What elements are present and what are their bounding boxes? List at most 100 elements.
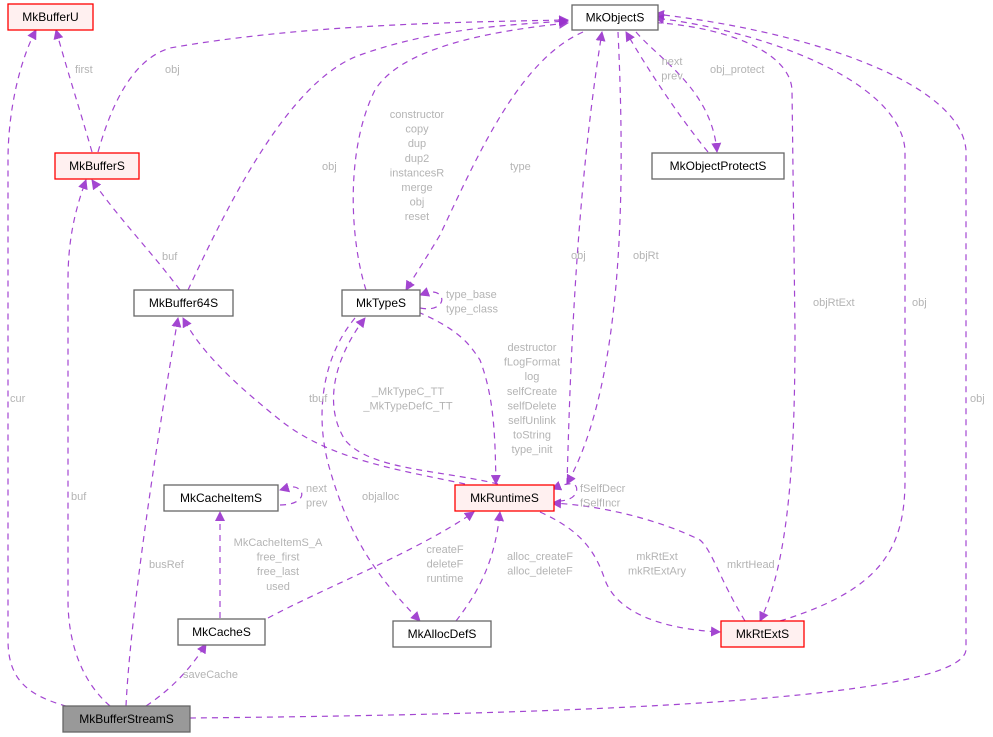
nodes-layer: MkBufferU MkObjectS MkBufferS MkObjectPr… bbox=[7, 3, 805, 733]
edge-label-line: busRef bbox=[149, 559, 185, 571]
edge-label-buffer64-obj: obj bbox=[322, 161, 337, 173]
edge-label-type-self: type_base type_class bbox=[446, 289, 498, 316]
node-box[interactable] bbox=[720, 620, 805, 648]
edge-label-line: alloc_createF bbox=[507, 551, 573, 563]
edge-label-runtime-obj: obj bbox=[571, 250, 586, 262]
edge-label-line: dup2 bbox=[405, 153, 429, 165]
edge-tbuf bbox=[182, 317, 466, 485]
node-mkbuffers[interactable]: MkBufferS bbox=[54, 152, 140, 180]
edge-label-busRef: busRef bbox=[149, 559, 185, 571]
edge-obj-protect bbox=[635, 31, 722, 153]
node-box[interactable] bbox=[454, 484, 555, 512]
edge-label-tbuf: tbuf bbox=[309, 393, 328, 405]
node-label: MkAllocDefS bbox=[408, 627, 477, 641]
edge-label-type: type bbox=[510, 161, 531, 173]
node-box[interactable] bbox=[62, 705, 191, 733]
edge-label-cacheitem-self: next prev bbox=[306, 483, 328, 510]
edge-label-stream-buf: buf bbox=[71, 491, 87, 503]
edge-label-line: objRt bbox=[633, 250, 659, 262]
edge-label-line: first bbox=[75, 64, 93, 76]
node-mkrtexts[interactable]: MkRtExtS bbox=[720, 620, 805, 648]
node-mkcaches[interactable]: MkCacheS bbox=[177, 618, 266, 646]
node-mkobjectprotects[interactable]: MkObjectProtectS bbox=[651, 152, 785, 180]
node-mktypes[interactable]: MkTypeS bbox=[341, 289, 421, 317]
node-label: MkBufferU bbox=[22, 10, 78, 24]
node-mkbufferstreams[interactable]: MkBufferStreamS bbox=[62, 705, 191, 733]
node-label: MkCacheItemS bbox=[180, 491, 262, 505]
node-box[interactable] bbox=[392, 620, 492, 648]
edge-label-line: selfCreate bbox=[507, 386, 557, 398]
edge-label-line: mkrtHead bbox=[727, 559, 775, 571]
edge-label-line: type_class bbox=[446, 304, 498, 316]
edge-label-line: type_base bbox=[446, 289, 497, 301]
edge-mkRtExt bbox=[539, 511, 721, 637]
node-box[interactable] bbox=[571, 4, 659, 31]
edge-label-line: free_first bbox=[257, 552, 300, 564]
node-mkbufferu[interactable]: MkBufferU bbox=[7, 3, 94, 31]
node-label: MkBufferStreamS bbox=[79, 712, 173, 726]
edge-label-line: createF bbox=[426, 544, 464, 556]
edge-label-line: next bbox=[306, 483, 327, 495]
edge-buffer64-buf bbox=[91, 179, 181, 291]
edge-label-line: instancesR bbox=[390, 167, 444, 179]
edges-layer bbox=[7, 10, 967, 719]
edge-label-line: type bbox=[510, 161, 531, 173]
node-box[interactable] bbox=[651, 152, 785, 180]
node-box[interactable] bbox=[54, 152, 140, 180]
edge-label-line: prev bbox=[306, 498, 328, 510]
edge-label-line: selfDelete bbox=[508, 400, 557, 412]
edge-label-line: deleteF bbox=[427, 559, 464, 571]
node-label: MkRtExtS bbox=[736, 627, 789, 641]
edge-label-rtext-obj: obj bbox=[912, 297, 927, 309]
node-mkcacheitems[interactable]: MkCacheItemS bbox=[163, 484, 279, 512]
edge-label-line: obj_protect bbox=[710, 64, 764, 76]
edge-label-line: buf bbox=[162, 251, 178, 263]
node-box[interactable] bbox=[177, 618, 266, 646]
node-box[interactable] bbox=[7, 3, 94, 31]
edge-type bbox=[405, 31, 584, 291]
edge-label-line: fLogFormat bbox=[504, 357, 560, 369]
node-mkobjects[interactable]: MkObjectS bbox=[571, 4, 659, 31]
edge-label-objRtExt: objRtExt bbox=[813, 297, 855, 309]
node-box[interactable] bbox=[163, 484, 279, 512]
node-box[interactable] bbox=[133, 289, 234, 317]
edge-label-line: obj bbox=[322, 161, 337, 173]
edge-label-line: merge bbox=[401, 182, 432, 194]
edge-label-line: cur bbox=[10, 393, 26, 405]
edge-label-line: obj bbox=[571, 250, 586, 262]
edge-objalloc bbox=[321, 317, 421, 622]
edge-label-saveCache: saveCache bbox=[183, 669, 238, 681]
node-box[interactable] bbox=[341, 289, 421, 317]
edge-label-alloc-runtime: alloc_createF alloc_deleteF bbox=[507, 551, 573, 578]
edge-label-obj-protect: obj_protect bbox=[710, 64, 764, 76]
node-mkallocdefs[interactable]: MkAllocDefS bbox=[392, 620, 492, 648]
edge-label-line: buf bbox=[71, 491, 87, 503]
edge-label-line: destructor bbox=[508, 342, 557, 354]
edge-type-self bbox=[419, 287, 443, 310]
edge-label-mkrtHead: mkrtHead bbox=[727, 559, 775, 571]
node-label: MkBuffer64S bbox=[149, 296, 218, 310]
node-label: MkObjectS bbox=[586, 11, 645, 25]
edge-label-line: used bbox=[266, 581, 290, 593]
edge-label-line: alloc_deleteF bbox=[507, 566, 573, 578]
edge-label-cur: cur bbox=[10, 393, 26, 405]
edge-label-line: MkCacheItemS_A bbox=[234, 537, 323, 549]
edge-next-prev bbox=[625, 31, 709, 153]
edge-label-objRt: objRt bbox=[633, 250, 659, 262]
node-mkbuffer64s[interactable]: MkBuffer64S bbox=[133, 289, 234, 317]
node-mkruntimes[interactable]: MkRuntimeS bbox=[454, 484, 555, 512]
edge-label-line: fSelfIncr bbox=[580, 498, 621, 510]
edge-label-line: obj bbox=[410, 197, 425, 209]
edge-cache-runtime bbox=[267, 511, 475, 619]
edge-label-line: dup bbox=[408, 138, 426, 150]
edge-label-line: type_init bbox=[512, 444, 553, 456]
edge-label-line: mkRtExtAry bbox=[628, 566, 687, 578]
edge-label-line: toString bbox=[513, 430, 551, 442]
